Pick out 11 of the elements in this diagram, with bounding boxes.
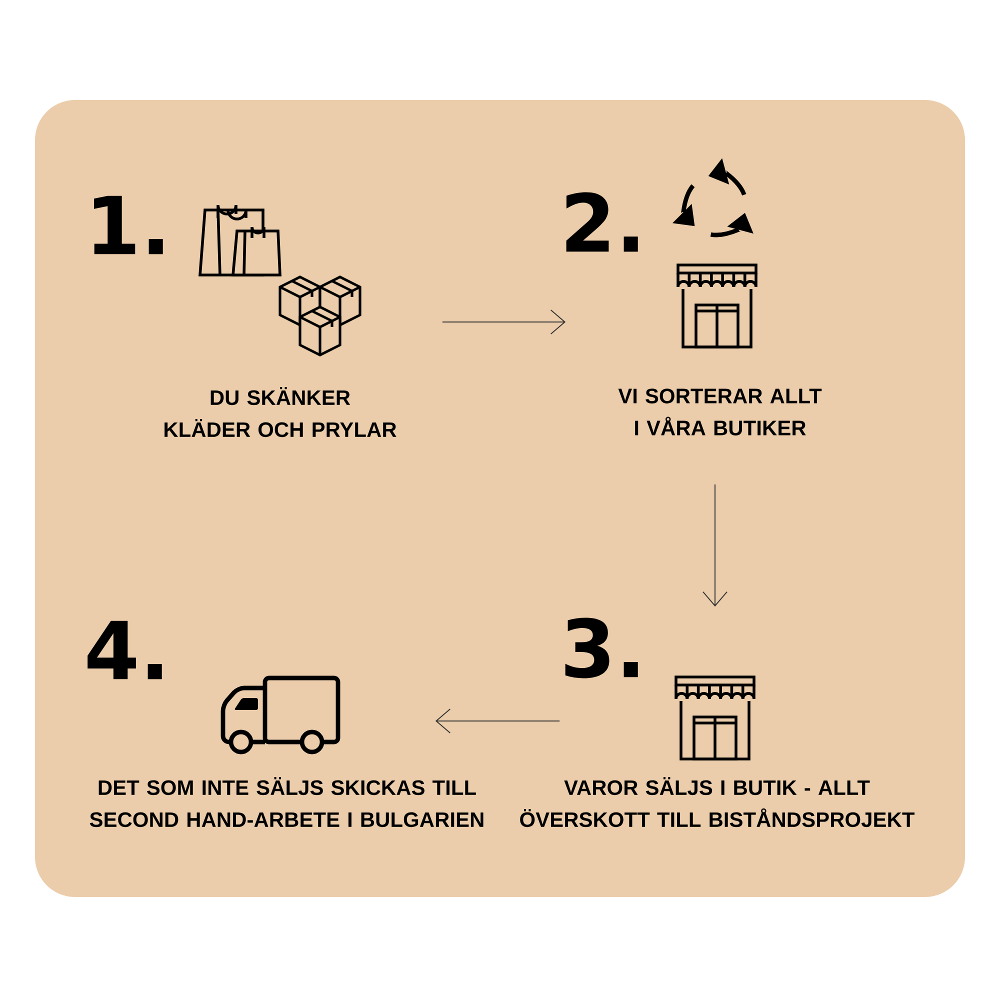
step-caption: DU SKÄNKER KLÄDER OCH PRYLAR: [164, 386, 396, 438]
arrow: [442, 310, 566, 334]
step-number: 3.: [565, 618, 638, 678]
step-number: 2.: [566, 192, 638, 252]
step-caption: VI SORTERAR ALLT I VÅRA BUTIKER: [618, 388, 822, 436]
step-caption: VAROR SÄLJS I BUTIK - ALLT ÖVERSKOTT TILL BISTÅNDSPROJEKT: [520, 776, 915, 828]
step-number: 4.: [88, 620, 162, 680]
arrow: [435, 708, 560, 734]
step-number: 1.: [94, 196, 163, 254]
arrow: [702, 484, 728, 607]
step-caption: DET SOM INTE SÄLJS SKICKAS TILL SECOND HAND-ARBETE I BULGARIEN: [90, 776, 484, 828]
